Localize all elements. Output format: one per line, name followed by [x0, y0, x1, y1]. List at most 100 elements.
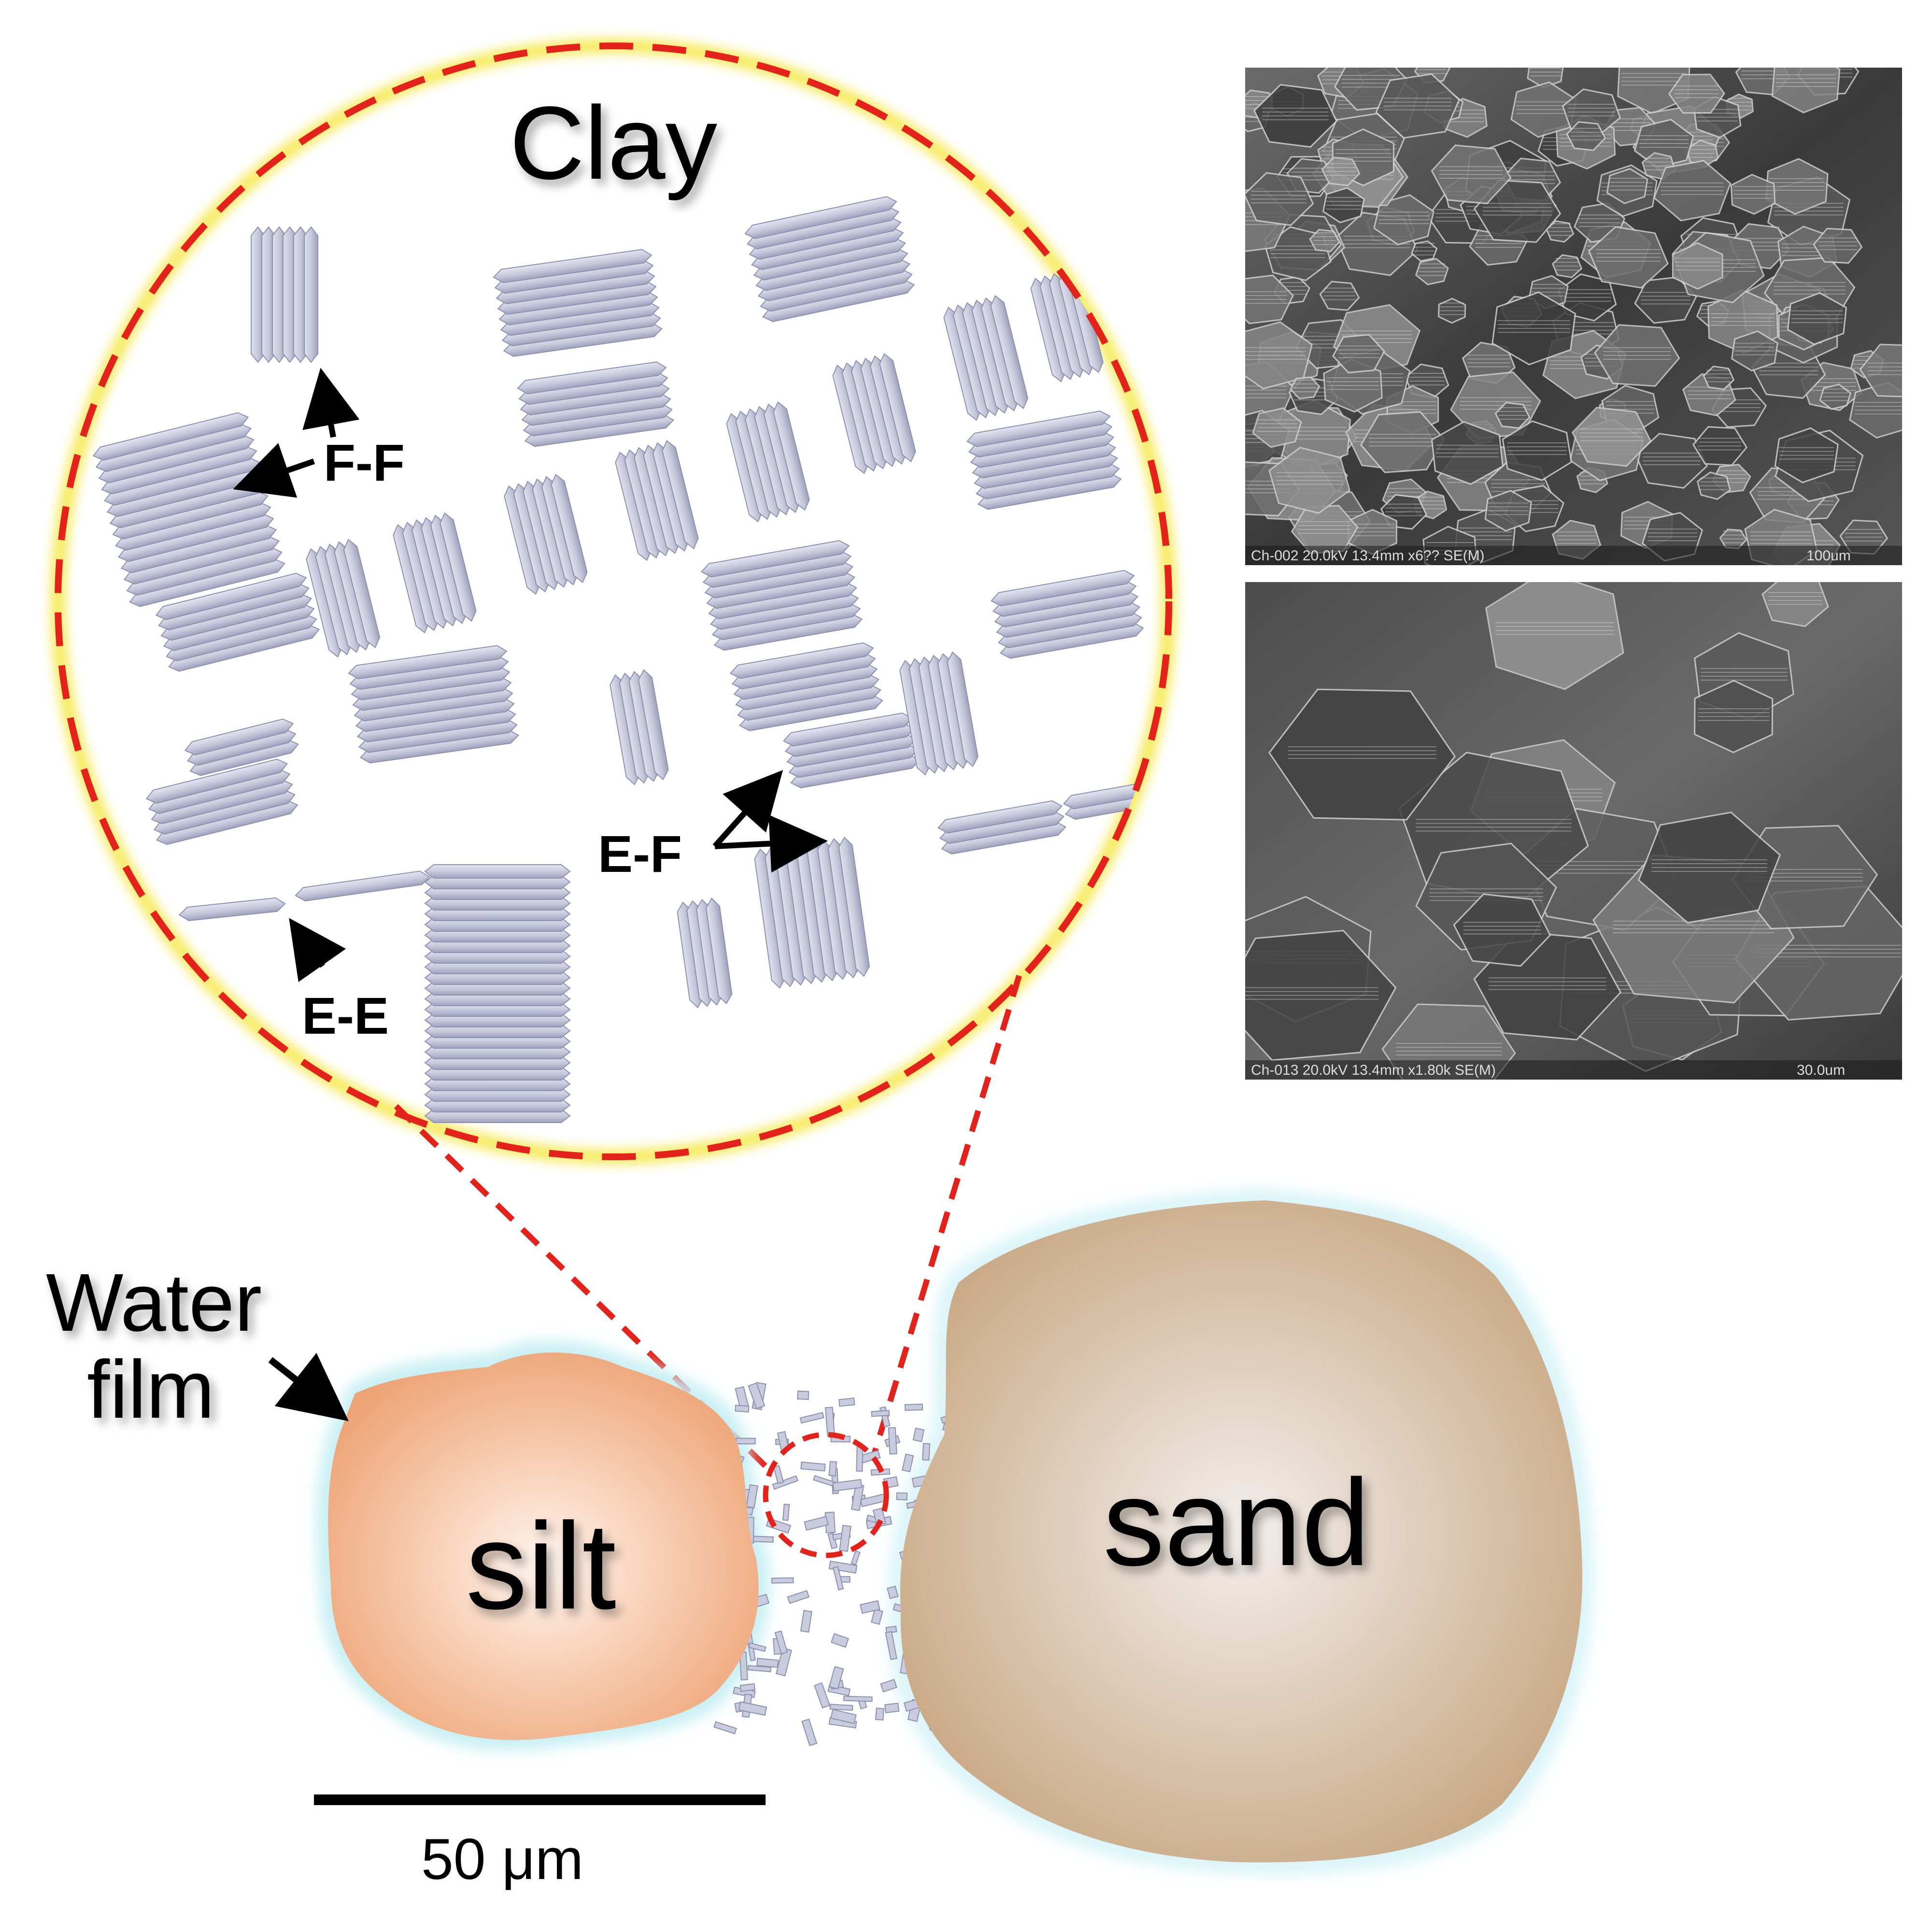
clay-platelet: [827, 1532, 838, 1550]
sem-crystal: [1321, 157, 1361, 186]
clay-platelet: [771, 1577, 794, 1584]
clay-platelet: [828, 1666, 844, 1690]
clay-platelet: [772, 1475, 799, 1490]
sem-crystal: [1692, 426, 1748, 466]
platelet-stack: [677, 897, 733, 1009]
clay-platelet: [832, 1479, 863, 1492]
sem-crystal: [1431, 421, 1504, 485]
clay-platelet: [804, 1516, 829, 1531]
platelet-stack: [744, 196, 915, 322]
sem-crystal: [1731, 330, 1778, 372]
contact-ef: E-F: [598, 770, 828, 883]
sem-crystal: [1494, 402, 1531, 429]
sem-crystal: [1431, 144, 1512, 204]
sem-crystal: [1268, 446, 1351, 514]
arrow-icon: [233, 442, 315, 498]
sem-crystal: [1492, 291, 1577, 366]
sem-bottom-caption: Ch-013 20.0kV 13.4mm x1.80k SE(M): [1251, 1062, 1496, 1078]
arrow-icon: [714, 814, 828, 873]
clay-platelet: [830, 1709, 857, 1724]
platelet-stack: [517, 361, 674, 447]
platelet-stack: [178, 897, 286, 921]
sem-crystal: [1502, 420, 1573, 481]
sem-crystal: [1485, 582, 1624, 690]
platelet-stack: [726, 401, 810, 523]
sem-crystal: [1411, 240, 1438, 262]
clay-platelet: [773, 1465, 784, 1484]
clay-platelet: [880, 1679, 897, 1693]
sem-crystal: [1594, 324, 1680, 387]
clay-platelet: [830, 1633, 849, 1648]
sem-crystal: [1360, 411, 1445, 473]
clay-platelet: [747, 1665, 772, 1672]
inset-title: Clay: [510, 85, 718, 201]
platelet-stack: [990, 570, 1144, 659]
sem-image-bottom: Ch-013 20.0kV 13.4mm x1.80k SE(M) 30.0um: [1245, 582, 1902, 1080]
clay-platelet: [904, 1403, 923, 1411]
sem-image-top: Ch-002 20.0kV 13.4mm x6?? SE(M) 100um: [1245, 68, 1902, 565]
clay-platelet: [736, 1438, 756, 1445]
clay-platelet: [885, 1631, 897, 1660]
sem-crystal: [1787, 292, 1847, 345]
platelet-stack: [306, 539, 381, 658]
sem-crystal: [1730, 173, 1776, 215]
platelet-stack: [393, 512, 477, 634]
platelet-stack: [943, 295, 1028, 421]
clay-platelet: [801, 1718, 818, 1747]
sem-crystal: [1332, 334, 1385, 373]
clay-platelet: [748, 1382, 766, 1410]
clay-platelet: [851, 1550, 861, 1566]
platelet-stack: [754, 836, 870, 989]
silt-label: silt: [466, 1497, 616, 1635]
clay-platelet: [774, 1630, 788, 1654]
platelet-stack: [782, 712, 921, 789]
clay-platelet: [884, 1703, 900, 1713]
contact-ef-label: E-F: [598, 825, 682, 883]
clay-platelet: [739, 1683, 755, 1692]
sem-crystal: [1703, 365, 1735, 390]
platelet-stack: [937, 800, 1066, 854]
clay-platelet: [828, 1461, 837, 1477]
clay-platelet: [738, 1701, 767, 1716]
silt-grain: [328, 1353, 759, 1740]
sem-crystal: [1551, 254, 1583, 278]
sem-crystal: [1415, 258, 1449, 285]
sem-crystal: [1290, 376, 1321, 399]
arrow-icon: [302, 368, 360, 438]
sem-crystal: [1375, 73, 1461, 139]
zoom-circle-outline: [55, 43, 1172, 1160]
sem-crystal: [1322, 187, 1365, 224]
sem-crystal: [1309, 228, 1340, 253]
clay-platelet: [813, 1682, 831, 1709]
clay-platelet: [782, 1503, 790, 1521]
sem-crystal: [1634, 118, 1694, 169]
clay-platelet: [922, 1443, 930, 1461]
clay-platelet: [824, 1407, 835, 1437]
clay-platelet: [797, 1390, 810, 1400]
scale-bar-label: 50 μm: [421, 1827, 583, 1892]
platelet-stack: [610, 669, 669, 785]
sem-crystal: [1819, 384, 1852, 410]
contact-ff: F-F: [233, 368, 405, 498]
sem-crystal: [1319, 281, 1360, 311]
platelet-stack: [729, 642, 883, 731]
contact-ff-label: F-F: [324, 433, 405, 492]
clay-platelet: [828, 1560, 858, 1574]
sem-crystal: [1245, 274, 1294, 325]
clay-platelet: [839, 1524, 852, 1552]
sem-crystal: [1245, 929, 1397, 1061]
clay-platelet: [832, 1566, 844, 1591]
sem-crystal: [1762, 582, 1829, 627]
sem-crystal: [1453, 893, 1551, 967]
sem-crystal: [1438, 298, 1466, 324]
platelet-stack: [966, 410, 1122, 510]
clay-platelet: [799, 1412, 824, 1424]
clay-platelet: [746, 1484, 758, 1509]
sem-bottom-scale: 30.0um: [1797, 1062, 1845, 1078]
arrow-icon: [712, 770, 783, 848]
clay-platelet: [901, 1453, 914, 1473]
sem-crystal: [1253, 84, 1338, 148]
contact-ee: E-E: [289, 918, 389, 1045]
sem-crystal: [1672, 242, 1723, 290]
